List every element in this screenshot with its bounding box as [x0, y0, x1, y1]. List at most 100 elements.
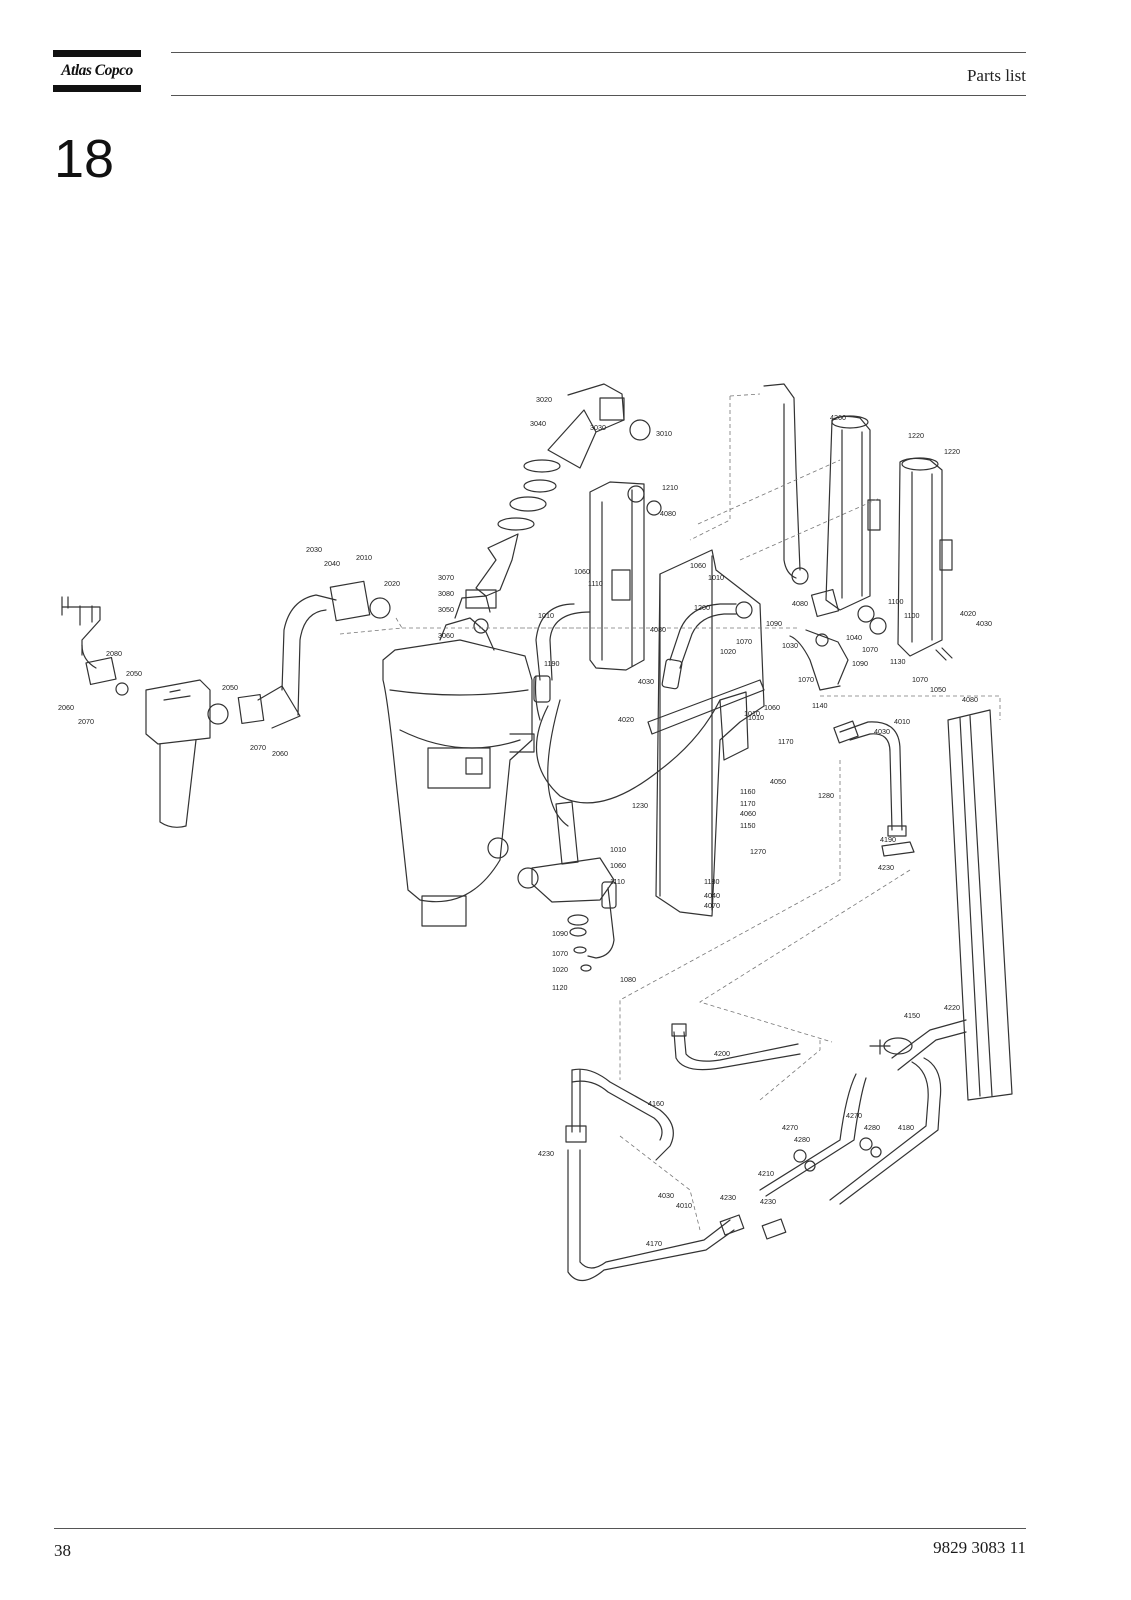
callout-1060: 1060	[690, 561, 706, 570]
callout-1130: 1130	[890, 657, 905, 666]
logo-top-bar	[53, 50, 141, 57]
callout-1160: 1160	[740, 787, 755, 796]
callout-2060: 2060	[58, 703, 74, 712]
logo-bottom-bar	[53, 85, 141, 92]
callout-1210: 1210	[662, 483, 678, 492]
callout-4030: 4030	[874, 727, 890, 736]
callout-1010: 1010	[610, 845, 626, 854]
callout-3080: 3080	[438, 589, 454, 598]
callout-1060: 1060	[574, 567, 590, 576]
callout-4080: 4080	[792, 599, 808, 608]
callout-2020: 2020	[384, 579, 400, 588]
callout-1010: 1010	[748, 713, 764, 722]
callout-4020: 4020	[618, 715, 634, 724]
callout-4010: 4010	[676, 1201, 692, 1210]
callout-1100: 1100	[904, 611, 919, 620]
document-number: 9829 3083 11	[933, 1538, 1026, 1557]
callout-1120: 1120	[552, 983, 567, 992]
callout-1070: 1070	[736, 637, 752, 646]
callout-4280: 4280	[794, 1135, 810, 1144]
callout-4220: 4220	[944, 1003, 960, 1012]
callout-1050: 1050	[930, 685, 946, 694]
callout-1080: 1080	[620, 975, 636, 984]
callout-4170: 4170	[646, 1239, 662, 1248]
callout-4210: 4210	[758, 1169, 774, 1178]
page-number: 38	[54, 1541, 71, 1560]
callout-4080: 4080	[650, 625, 666, 634]
callout-1150: 1150	[740, 821, 755, 830]
callout-4020: 4020	[960, 609, 976, 618]
callout-4160: 4160	[648, 1099, 664, 1108]
callout-3030: 3030	[590, 423, 606, 432]
callout-1020: 1020	[552, 965, 568, 974]
callout-1010: 1010	[744, 709, 760, 718]
footer-rule	[54, 1528, 1026, 1529]
callout-3020: 3020	[536, 395, 552, 404]
callout-3050: 3050	[438, 605, 454, 614]
callout-1230: 1230	[632, 801, 648, 810]
callout-2080: 2080	[106, 649, 122, 658]
callout-4180: 4180	[898, 1123, 914, 1132]
callout-1060: 1060	[610, 861, 626, 870]
callout-2060: 2060	[272, 749, 288, 758]
callout-1100: 1100	[888, 597, 903, 606]
callout-4150: 4150	[904, 1011, 920, 1020]
callout-4080: 4080	[962, 695, 978, 704]
callout-4280: 4280	[864, 1123, 880, 1132]
callout-4060: 4060	[740, 809, 756, 818]
callout-1010: 1010	[538, 611, 554, 620]
callout-1090: 1090	[552, 929, 568, 938]
callout-4030: 4030	[638, 677, 654, 686]
callout-2050: 2050	[126, 669, 142, 678]
callout-1070: 1070	[912, 675, 928, 684]
callout-4200: 4200	[714, 1049, 730, 1058]
callout-3040: 3040	[530, 419, 546, 428]
callout-4050: 4050	[770, 777, 786, 786]
callout-4260: 4260	[830, 413, 846, 422]
section-number: 18	[54, 129, 115, 189]
callout-1070: 1070	[552, 949, 568, 958]
callout-4030: 4030	[658, 1191, 674, 1200]
callout-1010: 1010	[708, 573, 724, 582]
callout-1060: 1060	[764, 703, 780, 712]
callout-1140: 1140	[812, 701, 827, 710]
callout-4230: 4230	[760, 1197, 776, 1206]
callout-4270: 4270	[782, 1123, 798, 1132]
callout-1190: 1190	[544, 659, 559, 668]
callout-3060: 3060	[438, 631, 454, 640]
header-rule-bottom	[171, 95, 1026, 96]
logo-wordmark: Atlas Copco	[61, 62, 133, 79]
callout-4040: 4040	[704, 891, 720, 900]
callout-4230: 4230	[878, 863, 894, 872]
callout-2050: 2050	[222, 683, 238, 692]
callout-3070: 3070	[438, 573, 454, 582]
callout-1020: 1020	[720, 647, 736, 656]
header-title: Parts list	[966, 66, 1026, 85]
callout-4070: 4070	[704, 901, 720, 910]
callout-4010: 4010	[894, 717, 910, 726]
callout-1110: 1110	[610, 877, 625, 886]
header-rule-top	[171, 52, 1026, 53]
callout-2070: 2070	[250, 743, 266, 752]
callout-1030: 1030	[782, 641, 798, 650]
callout-1170: 1170	[740, 799, 755, 808]
callout-4230: 4230	[538, 1149, 554, 1158]
callout-1220: 1220	[944, 447, 960, 456]
callout-1170: 1170	[778, 737, 793, 746]
callout-1090: 1090	[852, 659, 868, 668]
callout-1200: 1200	[694, 603, 710, 612]
callout-1180: 1180	[704, 877, 719, 886]
callout-1070: 1070	[798, 675, 814, 684]
callout-1090: 1090	[766, 619, 782, 628]
callout-1280: 1280	[818, 791, 834, 800]
callout-4190: 4190	[880, 835, 896, 844]
atlas-copco-logo: Atlas Copco	[53, 50, 141, 92]
callout-4270: 4270	[846, 1111, 862, 1120]
callout-2030: 2030	[306, 545, 322, 554]
callout-1220: 1220	[908, 431, 924, 440]
callout-4230: 4230	[720, 1193, 736, 1202]
callout-2040: 2040	[324, 559, 340, 568]
callout-2010: 2010	[356, 553, 372, 562]
callout-1070: 1070	[862, 645, 878, 654]
